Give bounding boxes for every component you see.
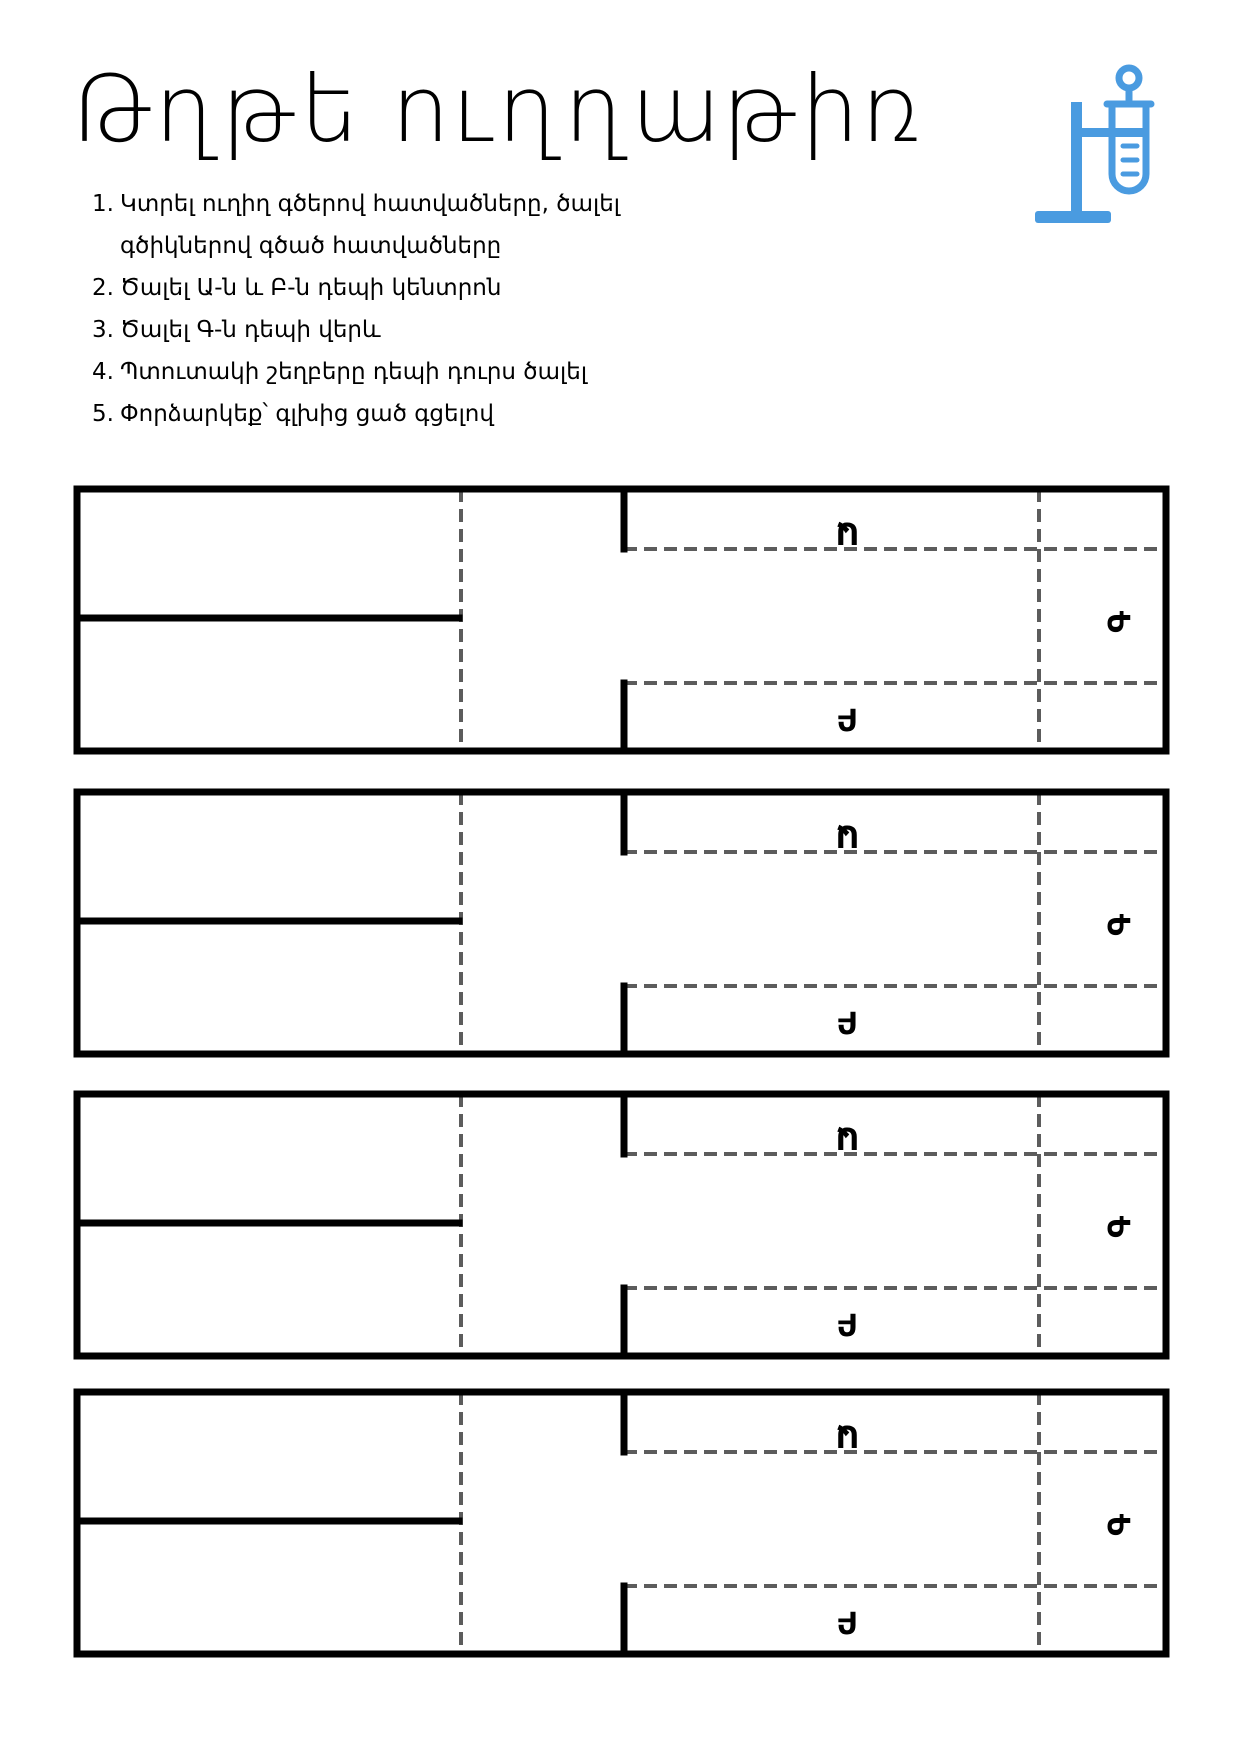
helicopter-template: Ա Գ Բ [73,1388,1170,1658]
test-tube-stand-icon [1035,64,1155,223]
template-outline [73,1090,1170,1360]
instruction-item: 2.Ծալել Ա-ն և Բ-ն դեպի կենտրոն [92,267,692,309]
helicopter-template: Ա Գ Բ [73,485,1170,755]
instructions-list: 1.Կտրել ուղիղ գծերով հատվածները, ծալել գ… [92,183,692,435]
instruction-number: 1. [92,191,114,217]
instruction-text: Ծալել Գ-ն դեպի վերև [120,317,381,343]
flap-b-label: Բ [836,701,858,736]
flap-b-label: Բ [836,1004,858,1039]
helicopter-template: Ա Գ Բ [73,788,1170,1058]
instruction-item: 1.Կտրել ուղիղ գծերով հատվածները, ծալել գ… [92,183,692,267]
flap-b-label: Բ [836,1604,858,1639]
page-title: Թղթե ուղղաթիռ [72,56,925,163]
template-outline [73,788,1170,1058]
instruction-item: 5.Փորձարկեք՝ գլխից ցած գցելով [92,393,692,435]
flap-c-label: Գ [1103,1216,1138,1238]
flap-b-label: Բ [836,1306,858,1341]
instruction-text: Ծալել Ա-ն և Բ-ն դեպի կենտրոն [120,275,502,301]
instruction-number: 3. [92,317,114,343]
instruction-number: 5. [92,401,114,427]
instruction-text: Փորձարկեք՝ գլխից ցած գցելով [120,401,494,427]
helicopter-template: Ա Գ Բ [73,1090,1170,1360]
instruction-text: Կտրել ուղիղ գծերով հատվածները, ծալել գծի… [120,191,621,259]
flap-a-label: Ա [834,1120,860,1155]
instruction-item: 4.Պտուտակի շեղբերը դեպի դուրս ծալել [92,351,692,393]
flap-a-label: Ա [834,818,860,853]
flap-c-label: Գ [1103,1514,1138,1536]
instruction-number: 2. [92,275,114,301]
flap-a-label: Ա [834,515,860,550]
template-outline [73,1388,1170,1658]
flap-c-label: Գ [1103,611,1138,633]
instruction-text: Պտուտակի շեղբերը դեպի դուրս ծալել [120,359,588,385]
flap-a-label: Ա [834,1418,860,1453]
template-outline [73,485,1170,755]
instruction-number: 4. [92,359,114,385]
instruction-item: 3.Ծալել Գ-ն դեպի վերև [92,309,692,351]
flap-c-label: Գ [1103,914,1138,936]
